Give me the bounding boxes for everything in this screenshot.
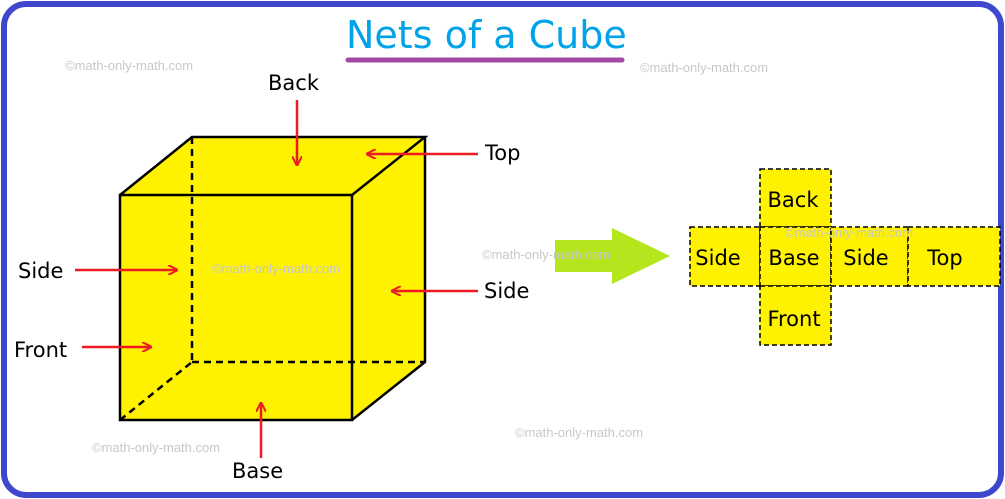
watermark: ©math-only-math.com: [212, 261, 340, 276]
label-top: Top: [484, 141, 520, 165]
watermark: ©math-only-math.com: [515, 425, 643, 440]
page-title: Nets of a Cube: [346, 13, 627, 57]
net-label-side-right: Side: [843, 246, 888, 270]
net-label-base: Base: [768, 246, 819, 270]
label-side-right: Side: [484, 279, 529, 303]
watermarks: ©math-only-math.com ©math-only-math.com …: [65, 58, 913, 455]
net-label-back: Back: [768, 188, 820, 212]
net-face-top: [907, 226, 1001, 287]
watermark: ©math-only-math.com: [92, 440, 220, 455]
label-front: Front: [14, 338, 67, 362]
net-face-back: [759, 168, 832, 228]
label-base: Base: [232, 459, 283, 483]
net-face-side-left: [689, 226, 761, 287]
watermark: ©math-only-math.com: [785, 225, 913, 240]
net-label-side-left: Side: [695, 246, 740, 270]
label-arrows: [75, 100, 478, 458]
net-face-front: [759, 285, 832, 346]
watermark: ©math-only-math.com: [640, 60, 768, 75]
cube-3d: [118, 135, 429, 422]
net-label-front: Front: [767, 307, 820, 331]
green-arrow-icon: [555, 228, 670, 284]
watermark: ©math-only-math.com: [65, 58, 193, 73]
cube-net: [689, 168, 1001, 346]
watermark: ©math-only-math.com: [482, 247, 610, 262]
net-label-top: Top: [926, 246, 962, 270]
label-side-left: Side: [18, 259, 63, 283]
label-back: Back: [268, 71, 320, 95]
